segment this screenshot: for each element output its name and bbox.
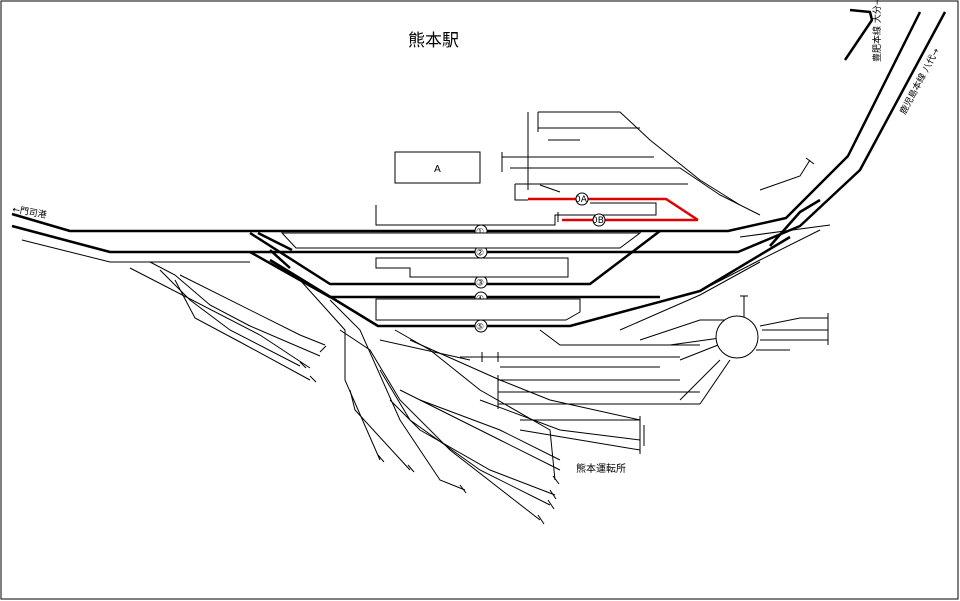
hohi-stub [843, 8, 874, 61]
line-label-kagoshima-group: 鹿児島本線 八代→ [897, 46, 942, 117]
junction-b [269, 249, 291, 269]
track-1-line [11, 11, 922, 233]
main-lines [11, 8, 947, 328]
track-3-label: ③ [476, 279, 484, 289]
highlight-tracks: 0A 0B [528, 192, 699, 227]
track-5-line [269, 235, 791, 328]
track-0b-label: 0B [592, 216, 604, 226]
platform-4-5 [375, 298, 581, 321]
line-label-hohi: 豊肥本線 大分→ [871, 0, 883, 62]
track-0a-label: 0A [575, 195, 588, 205]
station-title: 熊本駅 [408, 31, 459, 51]
track-5-label: ⑤ [476, 323, 484, 333]
building-a [394, 151, 481, 184]
junction-c [769, 198, 821, 247]
turntable [715, 315, 759, 359]
track-2-label: ② [476, 249, 484, 259]
track-3-line [249, 230, 661, 286]
depot-label: 熊本運転所 [576, 462, 626, 475]
line-label-kagoshima: 鹿児島本線 八代→ [897, 46, 942, 117]
track-2-line [11, 11, 947, 254]
building-a-label: A [434, 164, 441, 175]
platform-0 [375, 202, 657, 226]
platform-1-2 [280, 232, 642, 249]
depot-sidings [299, 279, 700, 525]
junction-a [257, 231, 293, 252]
track-0b-marker [592, 213, 606, 227]
turntable-branches [619, 224, 831, 405]
platforms [280, 202, 657, 321]
track-0a-line [528, 197, 699, 222]
line-label-hohi-group: 豊肥本線 大分→ [871, 0, 883, 62]
upper-sidings [501, 111, 815, 222]
platform-2-3 [375, 257, 569, 278]
left-sidings [21, 239, 327, 383]
track-0a-marker [575, 192, 589, 206]
